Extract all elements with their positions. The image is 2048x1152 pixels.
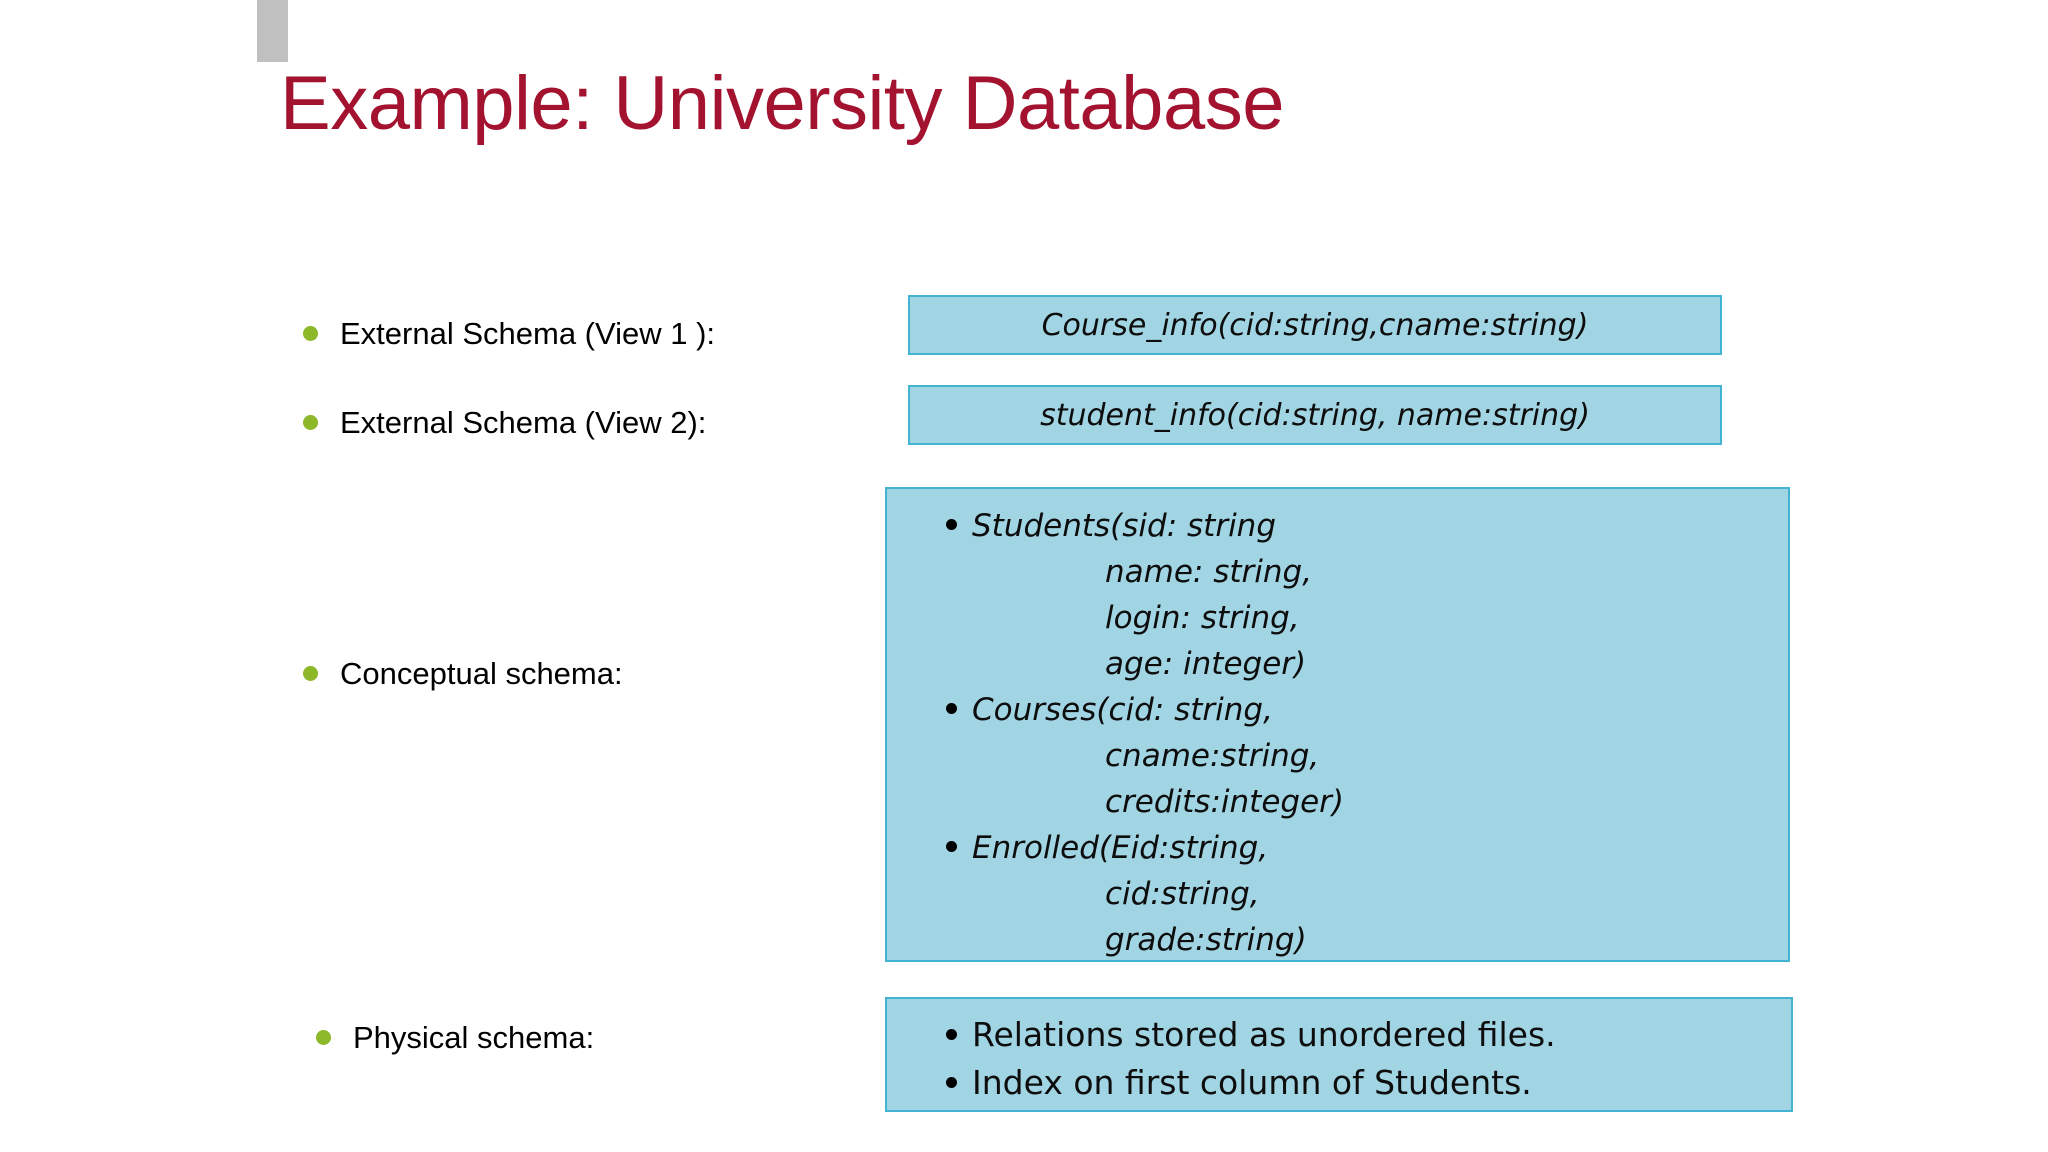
schema-box-external-view2: student_info(cid:string, name:string) xyxy=(908,385,1722,445)
physical-schema-item-text: Index on first column of Students. xyxy=(972,1063,1532,1102)
relation-attribute: credits:integer) xyxy=(1105,784,1344,820)
bullet-label-conceptual-schema: Conceptual schema: xyxy=(340,656,623,691)
bullet-label-physical-schema: Physical schema: xyxy=(353,1020,595,1055)
relation-group: Courses(cid: string, cname:string, credi… xyxy=(887,687,1788,825)
schema-text-external-view1: Course_info(cid:string,cname:string) xyxy=(1041,307,1589,343)
physical-schema-item: Relations stored as unordered files. xyxy=(887,1011,1791,1059)
relation-head: Students(sid: string xyxy=(972,508,1277,544)
decorative-gray-tab xyxy=(257,0,288,62)
page-title: Example: University Database xyxy=(0,62,2048,146)
bullet-item-external-schema-view2: External Schema (View 2): xyxy=(303,404,706,441)
bullet-dot-icon xyxy=(303,415,318,430)
page-title-text: Example: University Database xyxy=(280,61,1284,146)
relation-attribute: age: integer) xyxy=(1105,646,1307,682)
relation-attribute: grade:string) xyxy=(1105,922,1307,958)
relation-head: Courses(cid: string, xyxy=(972,692,1273,728)
relation-attribute: name: string, xyxy=(1105,554,1313,590)
relation-attribute: cname:string, xyxy=(1105,738,1320,774)
relation-group: Students(sid: string name: string, login… xyxy=(887,503,1788,687)
bullet-item-external-schema-view1: External Schema (View 1 ): xyxy=(303,315,715,352)
bullet-label-external-schema-view1: External Schema (View 1 ): xyxy=(340,316,716,351)
relation-attribute: login: string, xyxy=(1105,600,1300,636)
schema-text-external-view2: student_info(cid:string, name:string) xyxy=(1040,397,1590,433)
relation-head: Enrolled(Eid:string, xyxy=(972,830,1269,866)
bullet-dot-icon xyxy=(946,703,957,714)
bullet-dot-icon xyxy=(946,1077,957,1088)
bullet-dot-icon xyxy=(316,1030,331,1045)
physical-schema-item-text: Relations stored as unordered files. xyxy=(972,1015,1556,1054)
bullet-dot-icon xyxy=(946,519,957,530)
bullet-item-conceptual-schema: Conceptual schema: xyxy=(303,655,623,692)
bullet-dot-icon xyxy=(303,666,318,681)
schema-box-external-view1: Course_info(cid:string,cname:string) xyxy=(908,295,1722,355)
schema-box-conceptual: Students(sid: string name: string, login… xyxy=(885,487,1790,962)
bullet-label-external-schema-view2: External Schema (View 2): xyxy=(340,405,707,440)
bullet-dot-icon xyxy=(946,841,957,852)
relation-group: Enrolled(Eid:string, cid:string, grade:s… xyxy=(887,825,1788,963)
bullet-item-physical-schema: Physical schema: xyxy=(316,1019,594,1056)
schema-box-physical: Relations stored as unordered files. Ind… xyxy=(885,997,1793,1112)
bullet-dot-icon xyxy=(946,1029,957,1040)
bullet-dot-icon xyxy=(303,326,318,341)
physical-schema-item: Index on first column of Students. xyxy=(887,1059,1791,1107)
relation-attribute: cid:string, xyxy=(1105,876,1260,912)
